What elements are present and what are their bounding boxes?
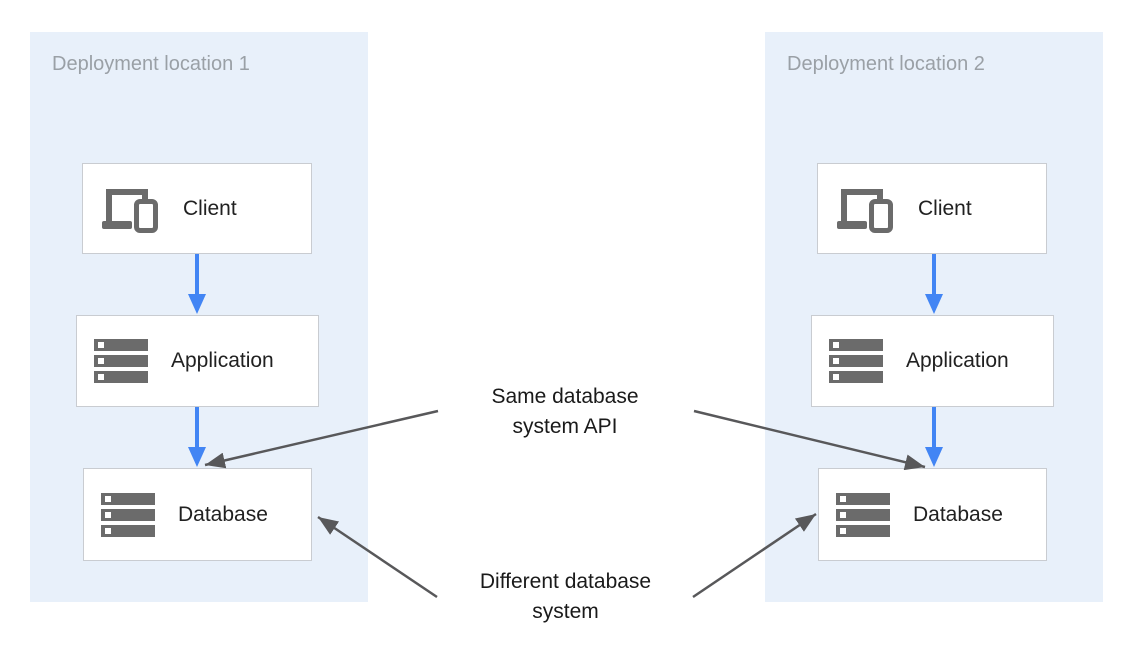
annotation-line: Different database [479, 570, 652, 593]
deployment-location-2-panel: Deployment location 2 Client [765, 32, 1103, 602]
server-stack-icon [836, 492, 890, 537]
client-node: Client [817, 163, 1047, 254]
annotation-line: system API [512, 415, 618, 438]
server-stack-icon [829, 339, 883, 383]
node-label: Application [171, 349, 274, 372]
client-devices-icon [837, 188, 893, 233]
node-label: Database [178, 502, 268, 526]
database-node: Database [83, 468, 312, 561]
annotation-line: system [532, 600, 599, 623]
server-stack-icon [94, 339, 148, 383]
database-node: Database [818, 468, 1047, 561]
client-node: Client [82, 163, 312, 254]
application-node: Application [76, 315, 319, 407]
deployment-location-1-panel: Deployment location 1 Client [30, 32, 368, 602]
panel-title: Deployment location 2 [787, 53, 985, 75]
node-label: Client [183, 196, 237, 220]
server-stack-icon [101, 492, 155, 537]
panel-title: Deployment location 1 [52, 53, 250, 75]
application-node: Application [811, 315, 1054, 407]
annotation-line: Same database [491, 385, 639, 408]
node-label: Database [913, 502, 1003, 526]
node-label: Client [918, 196, 972, 220]
same-database-system-api-label: Same database system API [440, 382, 690, 442]
client-devices-icon [102, 188, 158, 233]
different-database-system-label: Different database system [438, 567, 693, 627]
node-label: Application [906, 349, 1009, 372]
